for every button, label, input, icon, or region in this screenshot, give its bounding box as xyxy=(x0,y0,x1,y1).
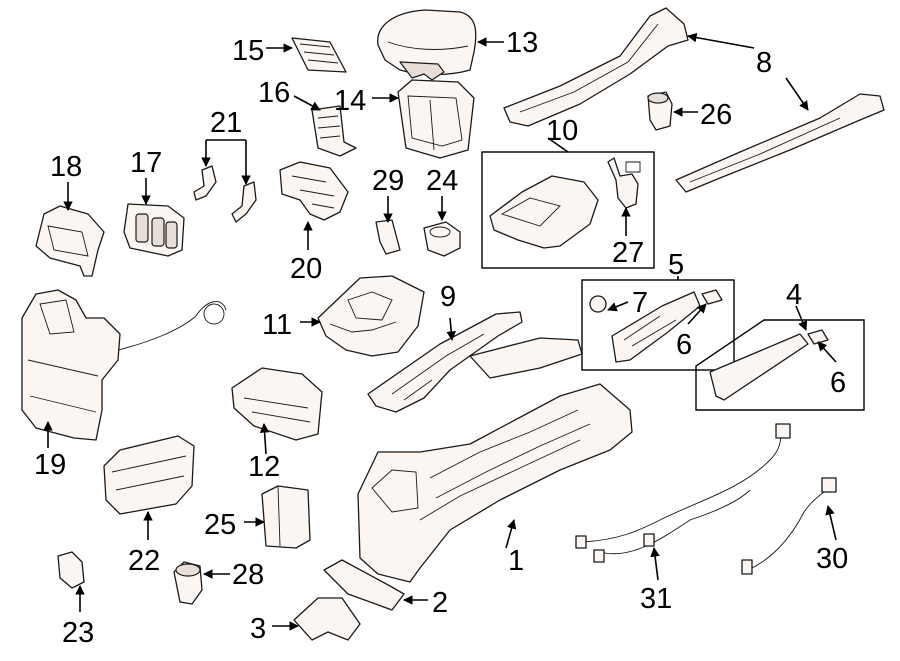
part-1-floor-console xyxy=(357,383,633,583)
part-22-switch-panel xyxy=(103,435,195,515)
callout-10: 10 xyxy=(546,115,578,147)
part-21-brackets xyxy=(193,165,257,223)
part-13-armrest-lid xyxy=(377,9,477,81)
part-28-outlet xyxy=(173,561,203,605)
callout-13: 13 xyxy=(506,27,538,59)
group-4-frame xyxy=(695,319,865,411)
part-11-shifter-bezel xyxy=(317,275,425,357)
part-27-lighter-socket xyxy=(607,157,641,209)
part-3-bracket xyxy=(293,597,361,641)
part-15-trim-panel xyxy=(291,37,347,73)
callout-26: 26 xyxy=(700,99,732,131)
callout-19: 19 xyxy=(34,449,66,481)
callout-5: 5 xyxy=(668,249,684,281)
part-7-clip xyxy=(589,295,607,313)
callout-22: 22 xyxy=(128,545,160,577)
callout-27: 27 xyxy=(612,237,644,269)
leader-lines xyxy=(43,32,837,631)
part-26-power-outlet xyxy=(647,91,673,131)
part-10-console-top xyxy=(489,175,599,249)
callout-24: 24 xyxy=(426,165,458,197)
callout-17: 17 xyxy=(130,147,162,179)
part-16-bracket xyxy=(311,105,357,157)
callout-18: 18 xyxy=(50,151,82,183)
callout-31: 31 xyxy=(640,583,672,615)
callout-23: 23 xyxy=(62,617,94,649)
group-5-frame xyxy=(581,279,735,371)
part-4-trim-piece xyxy=(709,333,809,401)
callout-30: 30 xyxy=(816,543,848,575)
callout-4: 4 xyxy=(786,279,802,311)
callout-8: 8 xyxy=(756,47,772,79)
part-30-wiring xyxy=(741,477,837,575)
part-17-switch-pack xyxy=(123,203,185,257)
part-12-bin-insert xyxy=(231,367,323,441)
callout-6-b: 6 xyxy=(830,367,846,399)
part-25-module xyxy=(261,485,311,549)
part-20-bracket xyxy=(279,161,349,221)
callout-16: 16 xyxy=(258,77,290,109)
callout-15: 15 xyxy=(232,35,264,67)
part-24-sensor xyxy=(423,221,461,257)
part-14-storage-bin xyxy=(397,79,475,159)
part-2-bracket xyxy=(323,559,405,611)
part-29-clip xyxy=(375,219,401,255)
callout-9: 9 xyxy=(440,281,456,313)
callout-1: 1 xyxy=(508,545,524,577)
part-19-cupholder-assembly xyxy=(21,289,227,441)
part-23-bracket xyxy=(57,551,85,589)
part-18-bezel xyxy=(35,205,105,277)
part-31-wiring-harness xyxy=(575,423,791,563)
callout-11: 11 xyxy=(262,309,292,341)
callout-labels: 1 2 3 4 5 6 6 7 8 9 10 11 12 13 14 15 16… xyxy=(34,27,848,649)
callout-29: 29 xyxy=(372,165,404,197)
callout-7: 7 xyxy=(632,287,648,319)
part-5-trim-piece xyxy=(611,291,701,363)
callout-14: 14 xyxy=(334,85,366,117)
callout-12: 12 xyxy=(248,451,280,483)
part-8-trim-strips xyxy=(503,7,885,193)
callout-3: 3 xyxy=(250,613,266,645)
callout-6-a: 6 xyxy=(676,329,692,361)
callout-21: 21 xyxy=(210,107,242,139)
part-6-retainer-b xyxy=(807,329,829,345)
callout-20: 20 xyxy=(290,253,322,285)
callout-25: 25 xyxy=(204,509,236,541)
callout-28: 28 xyxy=(232,559,264,591)
callout-2: 2 xyxy=(432,587,448,619)
part-6-retainer-a xyxy=(701,289,723,305)
